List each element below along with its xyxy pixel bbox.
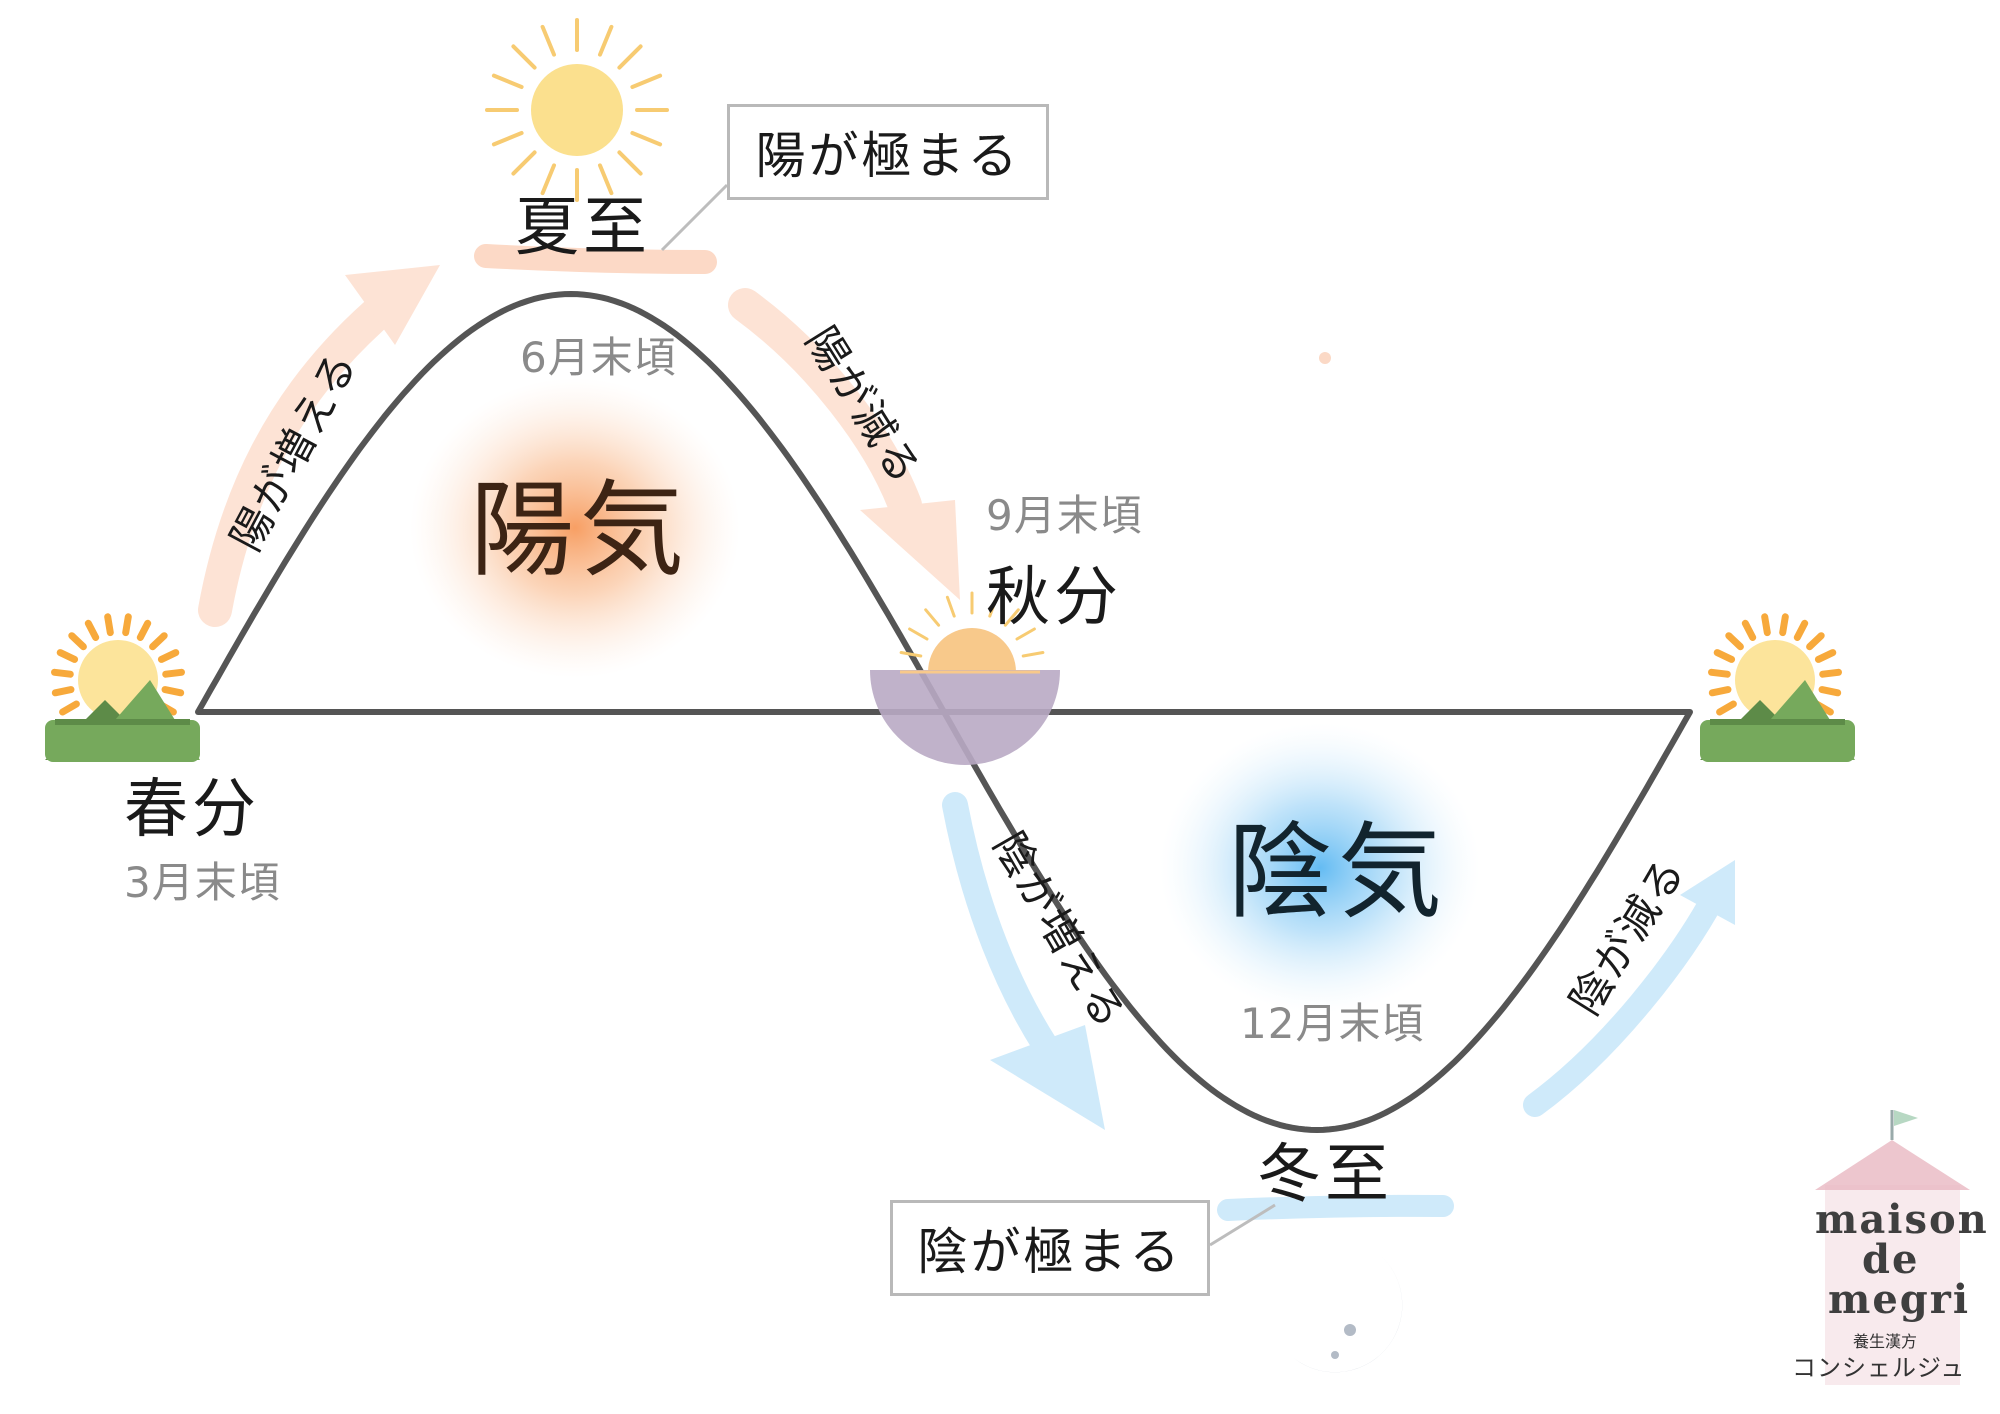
winter-highlight — [1217, 1194, 1454, 1221]
yin-decrease-arrow — [1523, 860, 1735, 1117]
sun-ray — [988, 595, 999, 618]
sun-ray — [1713, 649, 1736, 663]
yang-peak-callout: 陽が極まる — [727, 104, 1049, 200]
spring-equinox-label: 春分 — [124, 773, 260, 847]
sun-ray — [1708, 668, 1731, 678]
yin-peak-callout: 陰が極まる — [890, 1200, 1210, 1296]
autumn-equinox-label: 秋分 — [986, 561, 1122, 635]
sun-ray — [540, 163, 556, 196]
sun-ray — [630, 131, 663, 147]
sun-ray — [56, 649, 79, 663]
sun-ray — [161, 686, 185, 697]
sun-ray — [1716, 700, 1737, 716]
summer-solstice-label: 夏至 — [515, 191, 651, 265]
sun-ray — [1015, 627, 1036, 641]
sun-ray — [1819, 668, 1842, 678]
sun-ray — [1003, 608, 1020, 627]
sun-ray — [1741, 619, 1757, 641]
sun-ray — [511, 150, 537, 176]
sun-ray — [1806, 632, 1825, 651]
summer-highlight — [474, 244, 717, 274]
march-date-label: 3月末頃 — [124, 858, 281, 907]
sun-ray — [1725, 632, 1744, 651]
logo-kana: コンシェルジュ — [1792, 1354, 1966, 1382]
sun-ray — [945, 595, 956, 618]
yin-glow — [1160, 723, 1480, 1013]
sun-ray — [511, 44, 537, 70]
sun-ray — [617, 44, 643, 70]
yin-qi-label: 陰気 — [1228, 811, 1449, 933]
autumn-sunset-icon — [870, 591, 1060, 765]
sun-ray — [162, 668, 185, 678]
sun-ray — [1793, 619, 1809, 641]
sun-ray — [1818, 686, 1842, 697]
sun-ray — [598, 163, 614, 196]
crescent-moon-icon — [1290, 1255, 1403, 1373]
decorative-dot — [1319, 352, 1331, 364]
winter-solstice-label: 冬至 — [1257, 1138, 1393, 1212]
sun-ray — [908, 627, 929, 641]
logo-text-maison: maison — [1815, 1196, 1989, 1243]
logo-text-megri: megri — [1828, 1276, 1971, 1323]
sun-ray — [617, 150, 643, 176]
yang-glow — [410, 378, 740, 678]
sun-ray — [1021, 651, 1045, 658]
sun-ray — [1708, 686, 1732, 697]
sun-ray — [84, 619, 100, 641]
sun-ray — [122, 613, 132, 637]
sun-ray — [136, 619, 152, 641]
june-date-label: 6月末頃 — [520, 333, 677, 382]
yang-qi-label: 陽気 — [470, 469, 691, 591]
sun-ray — [1779, 613, 1789, 637]
sun-ray — [924, 608, 941, 627]
sun-ray — [540, 24, 556, 57]
september-date-label: 9月末頃 — [986, 491, 1143, 540]
summer-sun-icon — [485, 18, 669, 202]
sun-ray — [149, 632, 168, 651]
sun-ray — [51, 668, 74, 678]
sun-ray — [104, 613, 114, 637]
sun-ray — [51, 686, 75, 697]
sun-ray — [68, 632, 87, 651]
yang-increase-arrow — [198, 265, 440, 627]
yin-peak-leader — [1209, 1203, 1276, 1247]
logo-text-de: de — [1862, 1236, 1920, 1283]
yang-peak-leader — [660, 183, 729, 252]
sun-ray — [598, 24, 614, 57]
spring-sunrise-icon — [45, 613, 200, 762]
december-date-label: 12月末頃 — [1240, 999, 1425, 1048]
sun-ray — [1761, 613, 1771, 637]
yang-decrease-arrow — [728, 288, 960, 600]
logo-subtitle: 養生漢方 — [1853, 1332, 1918, 1351]
yin-increase-arrow — [942, 792, 1105, 1130]
sun-ray — [491, 131, 524, 147]
sun-ray — [59, 700, 80, 716]
logo-house-icon — [1815, 1110, 1970, 1385]
sun-ray — [1814, 649, 1837, 663]
sun-ray — [630, 73, 663, 89]
sun-ray — [899, 651, 923, 658]
sun-ray — [491, 73, 524, 89]
return-sunrise-icon — [1700, 613, 1855, 762]
sun-ray — [157, 649, 180, 663]
